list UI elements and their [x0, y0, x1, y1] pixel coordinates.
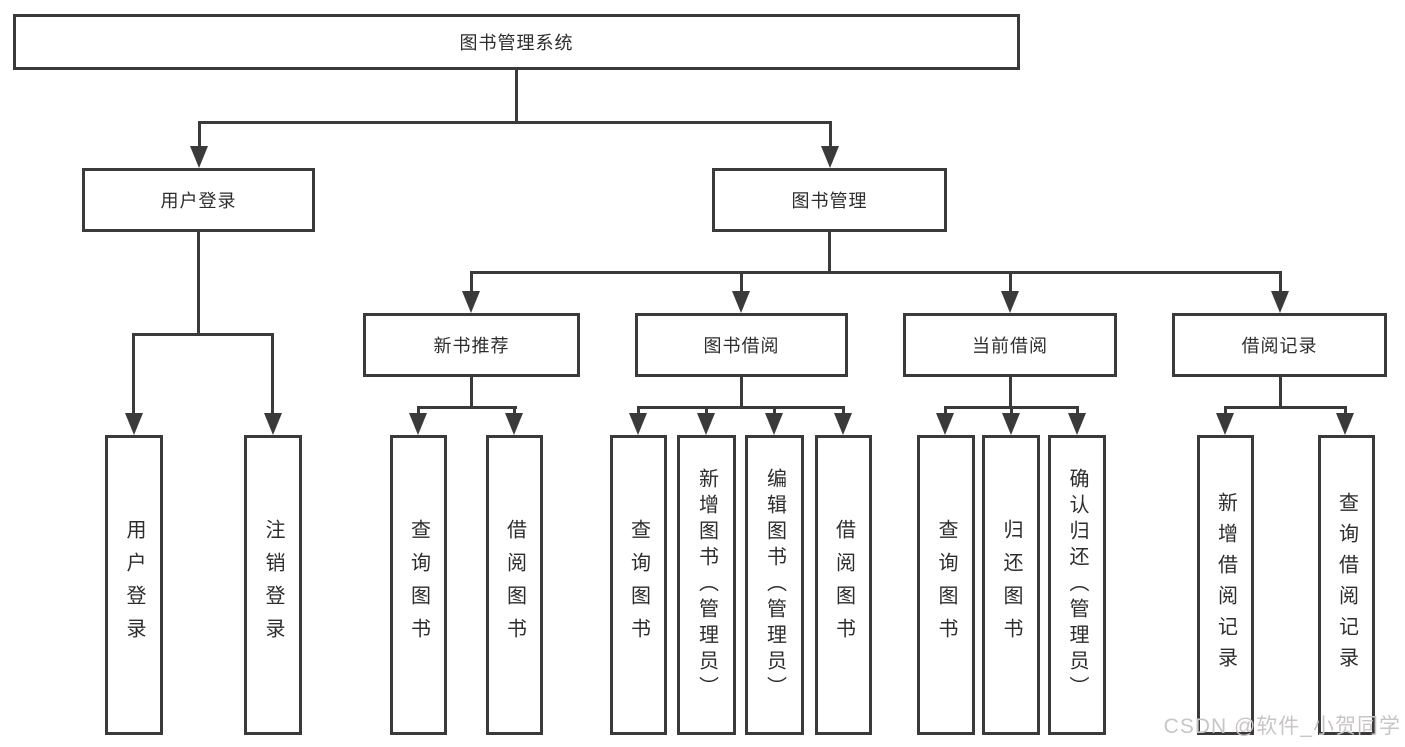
- node-current-borrow: 当前借阅: [903, 313, 1117, 377]
- connector-line: [1279, 377, 1282, 409]
- node-label: 归还图书: [1000, 519, 1022, 651]
- connector-line: [198, 121, 832, 124]
- connector-line: [1224, 406, 1227, 416]
- node-library-management-system: 图书管理系统: [13, 14, 1020, 70]
- node-borrow-record: 借阅记录: [1172, 313, 1387, 377]
- connector-line: [197, 232, 200, 336]
- connector-line: [470, 271, 1282, 274]
- arrow-down-icon: [505, 413, 523, 435]
- arrow-down-icon: [765, 413, 783, 435]
- node-label: 借阅图书: [832, 519, 855, 651]
- connector-line: [198, 121, 201, 149]
- arrow-down-icon: [834, 413, 852, 435]
- leaf-query-book-current: 查询图书: [917, 435, 975, 735]
- connector-line: [842, 406, 845, 416]
- connector-line: [740, 271, 743, 295]
- node-user-login: 用户登录: [82, 168, 315, 232]
- arrow-down-icon: [1002, 413, 1020, 435]
- node-label: 新增图书（管理员）: [695, 468, 718, 702]
- arrow-down-icon: [264, 413, 282, 435]
- connector-line: [470, 377, 473, 409]
- connector-line: [828, 232, 831, 274]
- node-label: 确认归还（管理员）: [1066, 468, 1088, 702]
- arrow-down-icon: [409, 413, 427, 435]
- arrow-down-icon: [462, 291, 480, 313]
- connector-line: [740, 377, 743, 409]
- leaf-return-book: 归还图书: [982, 435, 1040, 735]
- leaf-edit-book-admin: 编辑图书（管理员）: [745, 435, 804, 735]
- leaf-query-book-recommend: 查询图书: [390, 435, 447, 735]
- connector-line: [637, 406, 640, 416]
- leaf-user-login: 用户登录: [105, 435, 163, 735]
- leaf-borrow-book: 借阅图书: [815, 435, 872, 735]
- arrow-down-icon: [1216, 413, 1234, 435]
- connector-line: [705, 406, 708, 416]
- connector-line: [1224, 406, 1346, 409]
- node-label: 图书管理: [791, 191, 868, 211]
- node-label: 图书管理系统: [459, 33, 574, 53]
- leaf-add-borrow-record: 新增借阅记录: [1197, 435, 1254, 735]
- connector-line: [773, 406, 776, 416]
- connector-line: [944, 406, 947, 416]
- connector-line: [132, 333, 135, 415]
- leaf-add-book-admin: 新增图书（管理员）: [677, 435, 736, 735]
- node-label: 新增借阅记录: [1214, 492, 1237, 678]
- node-label: 当前借阅: [972, 336, 1048, 356]
- arrow-down-icon: [1271, 291, 1289, 313]
- csdn-watermark: CSDN @软件_小贺同学: [1163, 715, 1401, 738]
- arrow-down-icon: [936, 413, 954, 435]
- connector-line: [515, 70, 518, 123]
- node-book-borrow: 图书借阅: [635, 313, 848, 377]
- connector-line: [1279, 271, 1282, 295]
- node-label: 借阅记录: [1241, 336, 1318, 356]
- connector-line: [1076, 406, 1079, 416]
- connector-line: [1010, 406, 1013, 416]
- node-label: 编辑图书（管理员）: [763, 468, 786, 702]
- arrow-down-icon: [732, 291, 750, 313]
- connector-line: [637, 406, 845, 409]
- node-label: 用户登录: [123, 519, 145, 651]
- arrow-down-icon: [629, 413, 647, 435]
- connector-line: [1344, 406, 1347, 416]
- leaf-logout: 注销登录: [244, 435, 302, 735]
- connector-line: [1009, 271, 1012, 295]
- node-label: 查询图书: [627, 519, 650, 651]
- arrow-down-icon: [125, 413, 143, 435]
- arrow-down-icon: [1001, 291, 1019, 313]
- node-label: 注销登录: [262, 519, 284, 651]
- connector-line: [132, 333, 274, 336]
- arrow-down-icon: [1336, 413, 1354, 435]
- node-label: 图书借阅: [703, 336, 780, 356]
- arrow-down-icon: [190, 146, 208, 168]
- leaf-query-borrow-record: 查询借阅记录: [1318, 435, 1375, 735]
- arrow-down-icon: [697, 413, 715, 435]
- node-label: 新书推荐: [433, 336, 510, 356]
- connector-line: [417, 406, 420, 416]
- connector-line: [470, 271, 473, 295]
- arrow-down-icon: [1068, 413, 1086, 435]
- node-new-book-recommend: 新书推荐: [363, 313, 580, 377]
- arrow-down-icon: [821, 146, 839, 168]
- leaf-query-book-borrow: 查询图书: [610, 435, 667, 735]
- node-label: 查询图书: [935, 519, 957, 651]
- node-label: 用户登录: [160, 191, 237, 211]
- node-label: 借阅图书: [503, 519, 526, 651]
- connector-line: [271, 333, 274, 415]
- node-label: 查询借阅记录: [1335, 492, 1358, 678]
- connector-line: [1009, 377, 1012, 409]
- node-book-management: 图书管理: [712, 168, 947, 232]
- leaf-borrow-book-recommend: 借阅图书: [486, 435, 543, 735]
- node-label: 查询图书: [407, 519, 430, 651]
- connector-line: [513, 406, 516, 416]
- connector-line: [829, 121, 832, 149]
- leaf-confirm-return-admin: 确认归还（管理员）: [1048, 435, 1106, 735]
- connector-line: [417, 406, 517, 409]
